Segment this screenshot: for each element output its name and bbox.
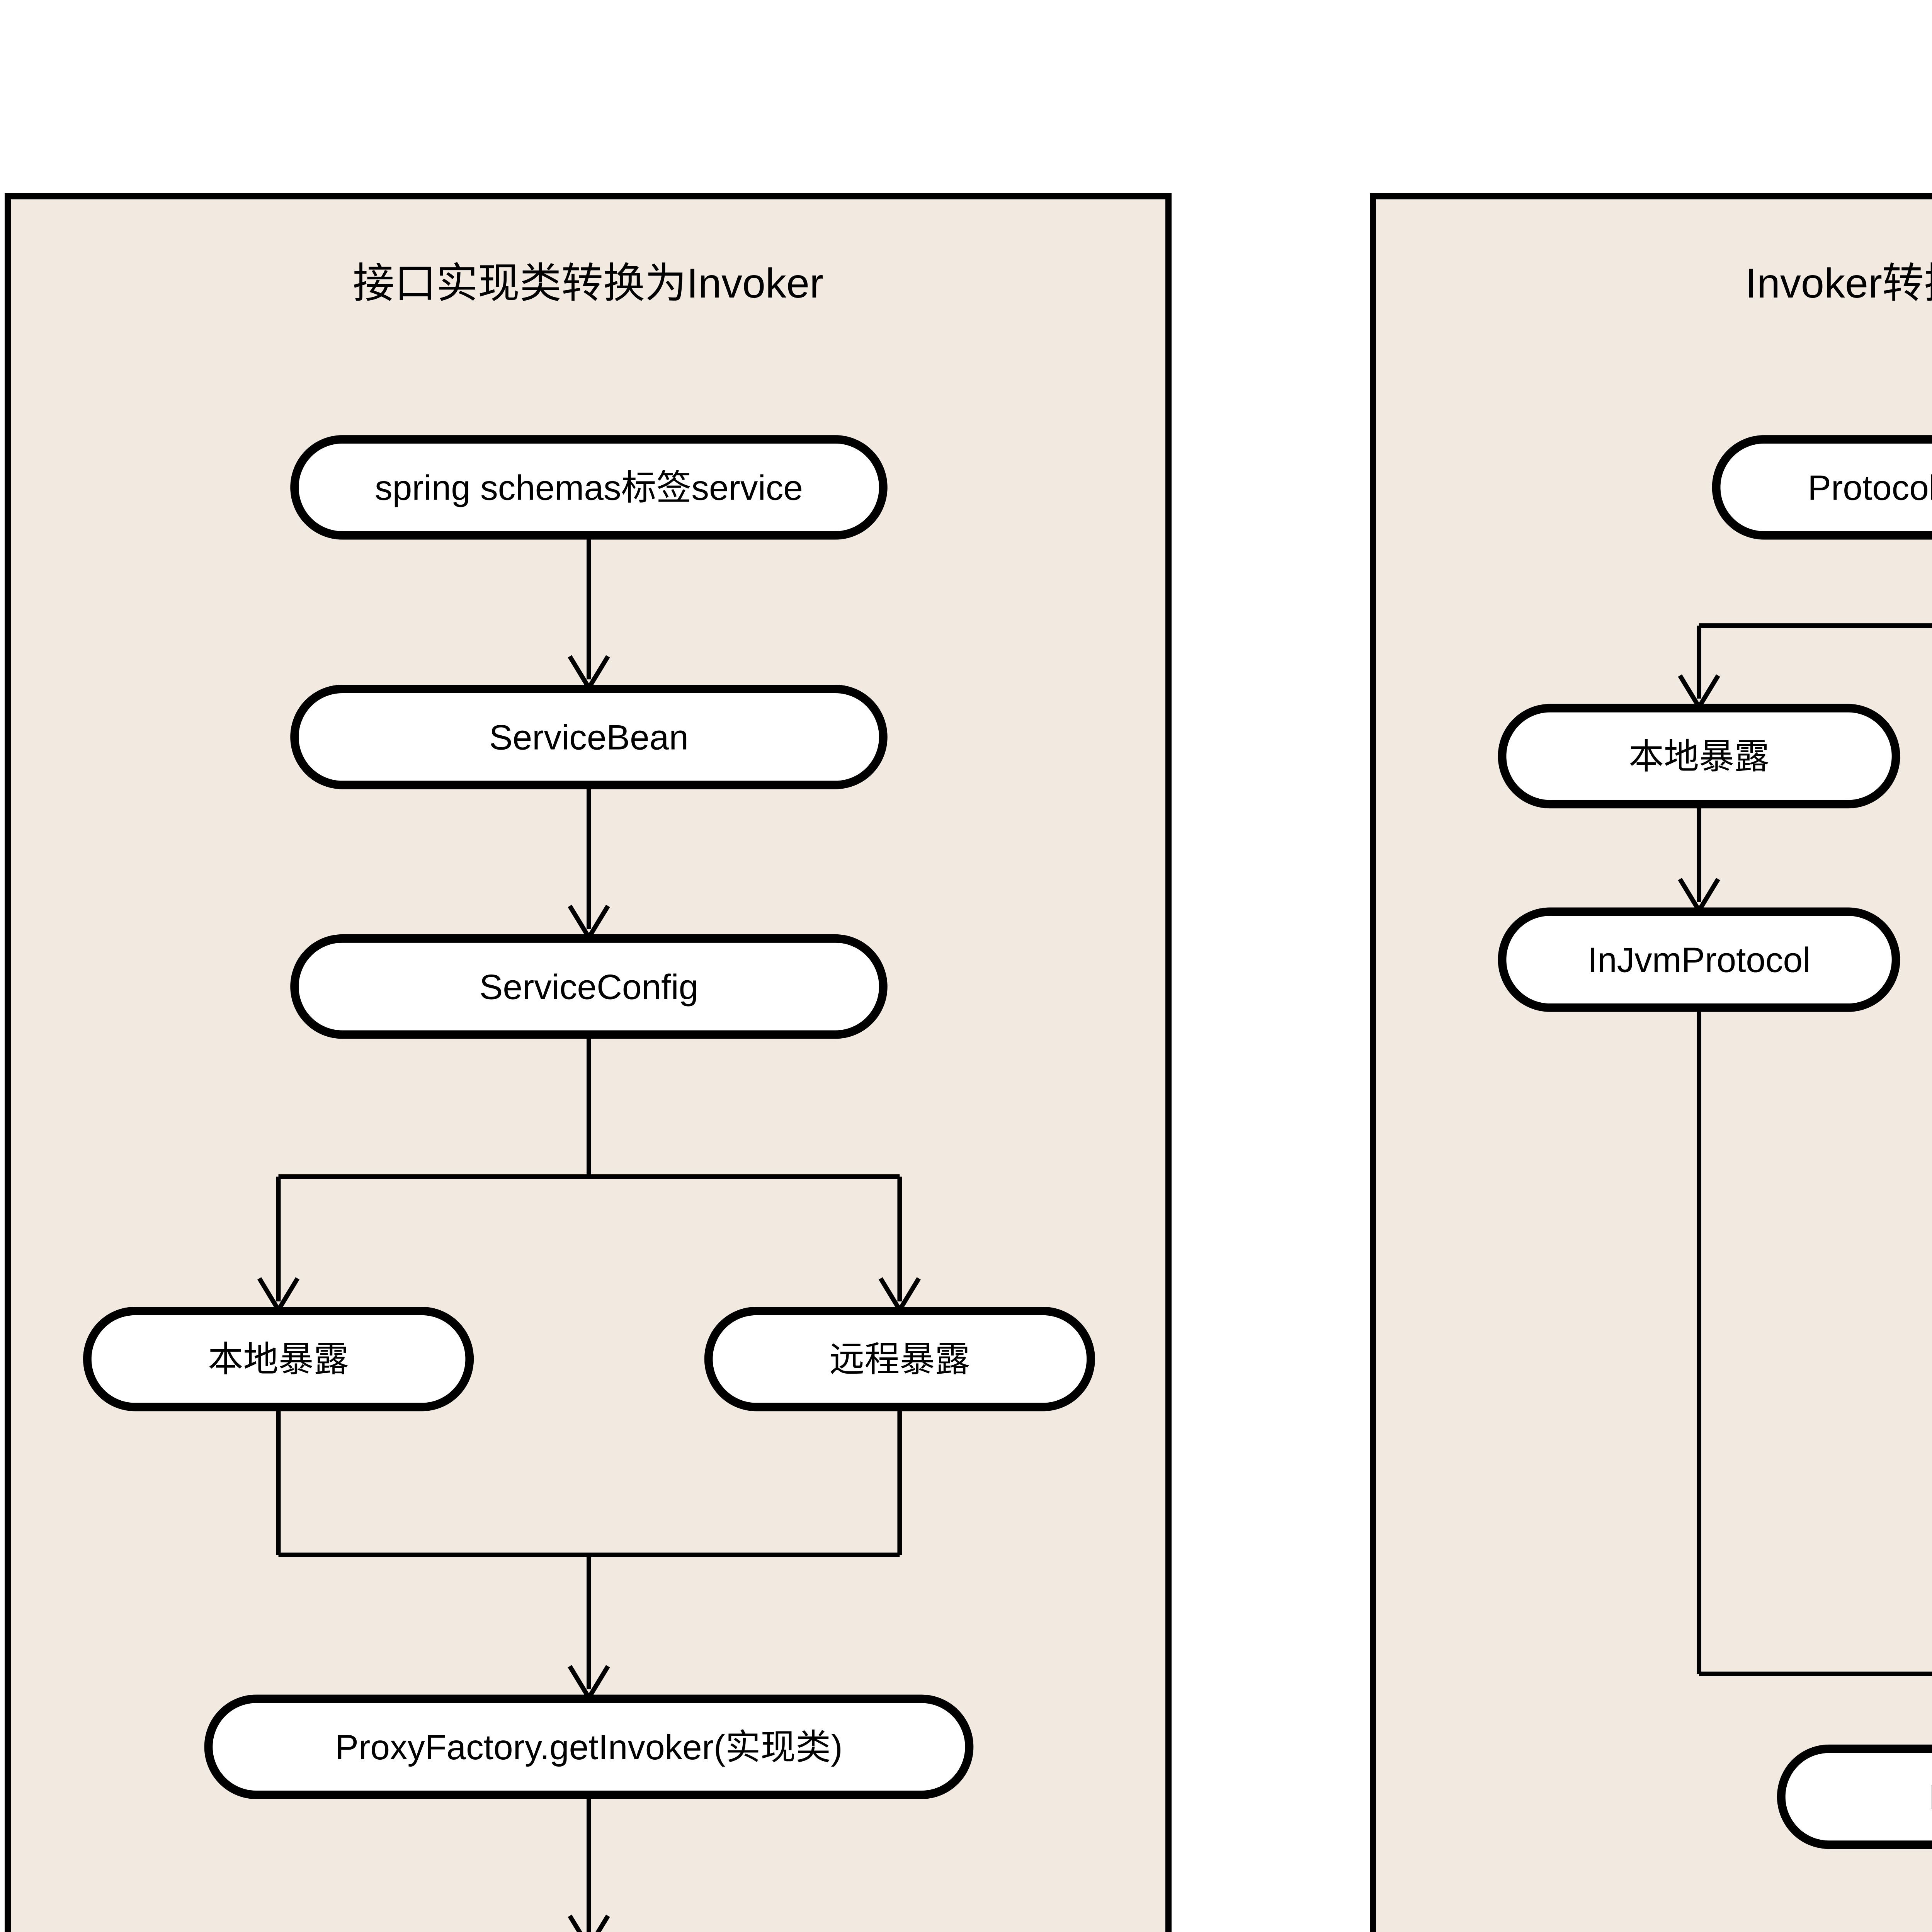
- node-r9-label: Exporter: [1929, 1777, 1932, 1817]
- node-r2[interactable]: 本地暴露: [1498, 704, 1900, 809]
- node-l4-label: 本地暴露: [208, 1340, 349, 1379]
- panel-left-title: 接口实现类转换为Invoker: [352, 260, 824, 306]
- left-flowchart: spring schemas标签service ServiceBean Serv…: [83, 435, 1095, 1932]
- node-l6-label: ProxyFactory.getInvoker(实现类): [335, 1728, 842, 1767]
- node-l4[interactable]: 本地暴露: [83, 1306, 474, 1412]
- node-l1-label: spring schemas标签service: [375, 468, 803, 507]
- node-r4[interactable]: InJvmProtocol: [1498, 907, 1900, 1012]
- node-l4-box[interactable]: [83, 1306, 474, 1412]
- arrowhead-l6-l7: [568, 1914, 610, 1932]
- node-r2-box[interactable]: [1498, 704, 1900, 809]
- node-l5-label: 远程暴露: [829, 1340, 970, 1379]
- node-l5[interactable]: 远程暴露: [704, 1306, 1095, 1412]
- panel-right-title: Invoker转换为Exporter: [1745, 260, 1932, 306]
- node-l1-box[interactable]: [290, 435, 888, 540]
- panel-invoker-to-exporter: Invoker转换为Exporter: [1370, 193, 1932, 1932]
- node-r1[interactable]: Protocol.export(Invoker): [1712, 435, 1932, 540]
- node-l2-box[interactable]: [290, 685, 888, 789]
- node-r1-box[interactable]: [1712, 435, 1932, 540]
- node-l2-label: ServiceBean: [489, 718, 689, 757]
- node-l3-box[interactable]: [290, 934, 888, 1039]
- node-r9-box[interactable]: [1777, 1744, 1932, 1849]
- panel-interface-to-invoker: 接口实现类转换为Invoker: [5, 193, 1172, 1932]
- right-flowchart: Protocol.export(Invoker) 本地暴露 远程暴露 InJvm…: [1498, 435, 1932, 1849]
- node-l6-box[interactable]: [204, 1694, 974, 1799]
- node-l6[interactable]: ProxyFactory.getInvoker(实现类): [204, 1694, 974, 1799]
- node-l2[interactable]: ServiceBean: [290, 685, 888, 789]
- node-r2-label: 本地暴露: [1629, 737, 1769, 776]
- node-l3-label: ServiceConfig: [480, 967, 699, 1007]
- node-l5-box[interactable]: [704, 1306, 1095, 1412]
- node-r4-label: InJvmProtocol: [1588, 940, 1811, 980]
- node-r1-label: Protocol.export(Invoker): [1808, 468, 1932, 507]
- node-l1[interactable]: spring schemas标签service: [290, 435, 888, 540]
- node-r9[interactable]: Exporter: [1777, 1744, 1932, 1849]
- node-r4-box[interactable]: [1498, 907, 1900, 1012]
- node-l3[interactable]: ServiceConfig: [290, 934, 888, 1039]
